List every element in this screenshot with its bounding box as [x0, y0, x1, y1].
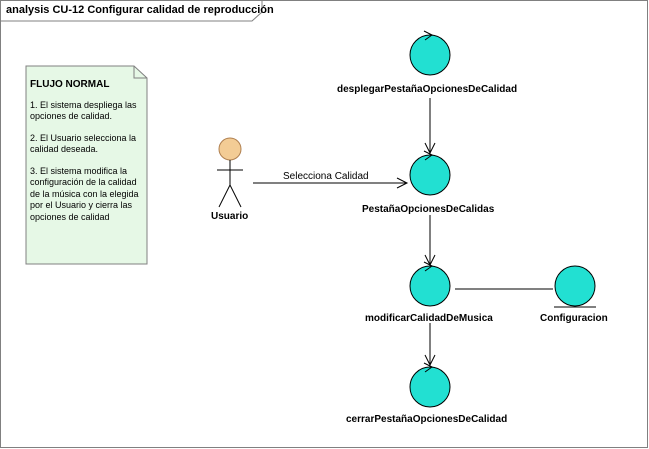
note-step-2: 2. El Usuario selecciona la calidad dese… [30, 132, 137, 155]
message-label: Selecciona Calidad [283, 171, 369, 182]
frame-title-tab [0, 0, 263, 22]
actor-head [218, 137, 242, 161]
control-cerrar[interactable] [409, 362, 451, 408]
control-pestana[interactable] [409, 150, 451, 196]
actor-usuario[interactable] [217, 137, 243, 208]
note-text: FLUJO NORMAL 1. El sistema despliega las… [30, 79, 144, 233]
control-modificar[interactable] [409, 261, 451, 307]
note-step-1: 1. El sistema despliega las opciones de … [30, 99, 137, 122]
note-flujo-normal [25, 65, 148, 265]
actor-label: Usuario [211, 211, 249, 222]
note-step-3: 3. El sistema modifica la configuración … [30, 165, 139, 222]
label-pestana: PestañaOpcionesDeCalidas [362, 204, 495, 215]
label-configuracion: Configuracion [540, 313, 608, 324]
frame-title: analysis CU-12 Configurar calidad de rep… [6, 4, 274, 16]
control-desplegar[interactable] [409, 30, 451, 76]
label-desplegar: desplegarPestañaOpcionesDeCalidad [337, 84, 518, 95]
entity-configuracion[interactable] [554, 265, 596, 308]
label-cerrar: cerrarPestañaOpcionesDeCalidad [346, 414, 508, 425]
label-modificar: modificarCalidadDeMusica [365, 313, 493, 324]
note-title: FLUJO NORMAL [30, 79, 110, 90]
connectors [253, 98, 553, 367]
